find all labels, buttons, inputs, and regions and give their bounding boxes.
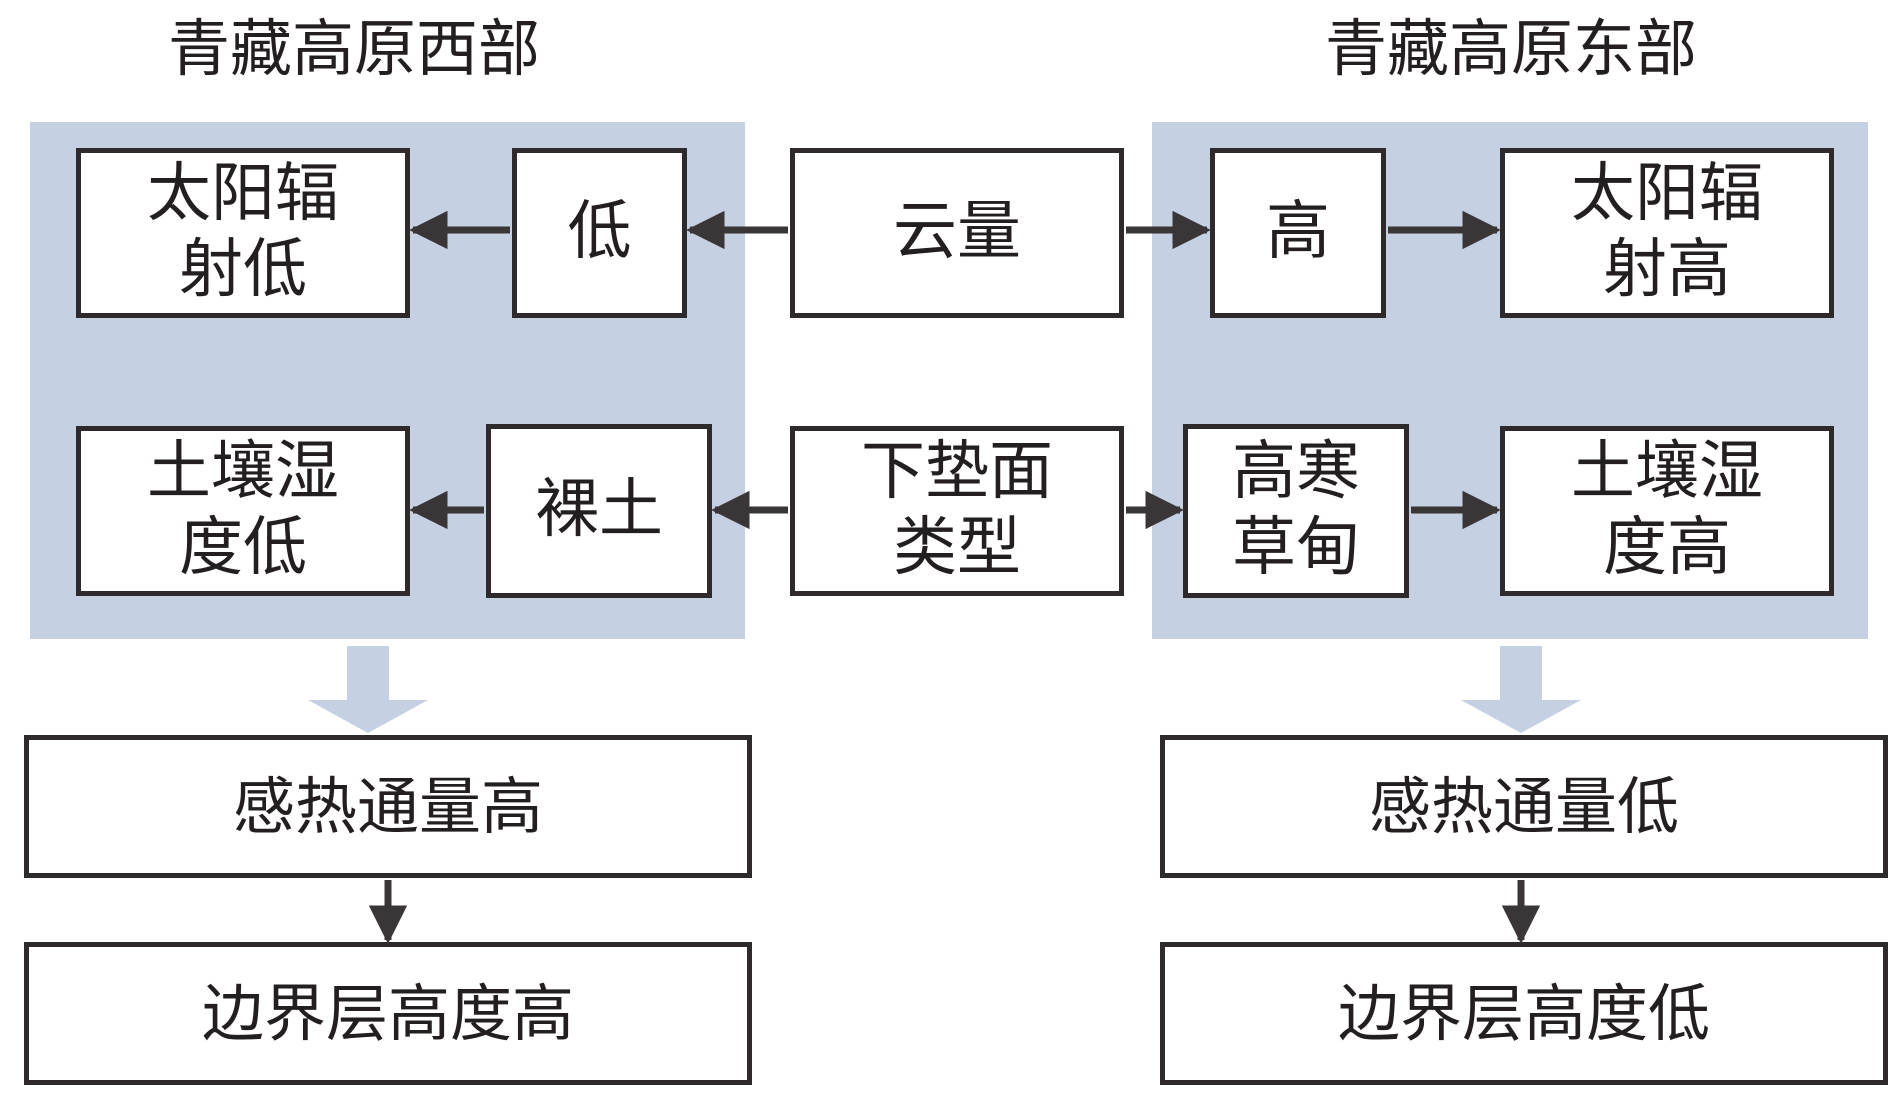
west-soil-moisture-label: 土壤湿度低	[146, 435, 339, 585]
west-sensible-heat-flux-label: 感热通量高	[232, 769, 543, 843]
west-soil-moisture-box: 土壤湿度低	[76, 426, 410, 596]
west-cloud-effect-box: 低	[512, 148, 687, 318]
west-solar-radiation-box: 太阳辐射低	[76, 148, 410, 318]
east-sensible-heat-flux-label: 感热通量低	[1368, 769, 1679, 843]
east-solar-radiation-box: 太阳辐射高	[1500, 148, 1834, 318]
surface-type-box: 下垫面类型	[790, 426, 1124, 596]
east-cloud-effect-label: 高	[1266, 195, 1330, 270]
east-cloud-effect-box: 高	[1210, 148, 1386, 318]
surface-type-label: 下垫面类型	[860, 435, 1053, 585]
east-title: 青藏高原东部	[1325, 12, 1698, 85]
cloud-amount-box: 云量	[790, 148, 1124, 318]
east-big-down-arrow	[1461, 646, 1581, 733]
east-boundary-layer-box: 边界层高度低	[1160, 942, 1888, 1085]
east-solar-radiation-label: 太阳辐射高	[1570, 157, 1763, 307]
west-sensible-heat-flux-box: 感热通量高	[24, 735, 752, 878]
west-big-down-arrow	[308, 646, 428, 733]
west-boundary-layer-label: 边界层高度高	[201, 976, 574, 1050]
east-sensible-heat-flux-box: 感热通量低	[1160, 735, 1888, 878]
east-soil-moisture-label: 土壤湿度高	[1570, 435, 1763, 585]
west-surface-label: 裸土	[535, 473, 663, 548]
cloud-amount-label: 云量	[893, 195, 1021, 270]
west-solar-radiation-label: 太阳辐射低	[146, 157, 339, 307]
east-surface-box: 高寒草甸	[1183, 424, 1409, 598]
west-boundary-layer-box: 边界层高度高	[24, 942, 752, 1085]
east-surface-label: 高寒草甸	[1231, 435, 1360, 585]
west-cloud-effect-label: 低	[567, 195, 632, 270]
east-soil-moisture-box: 土壤湿度高	[1500, 426, 1834, 596]
west-surface-box: 裸土	[486, 424, 712, 598]
west-title: 青藏高原西部	[168, 12, 541, 85]
east-boundary-layer-label: 边界层高度低	[1337, 976, 1710, 1050]
